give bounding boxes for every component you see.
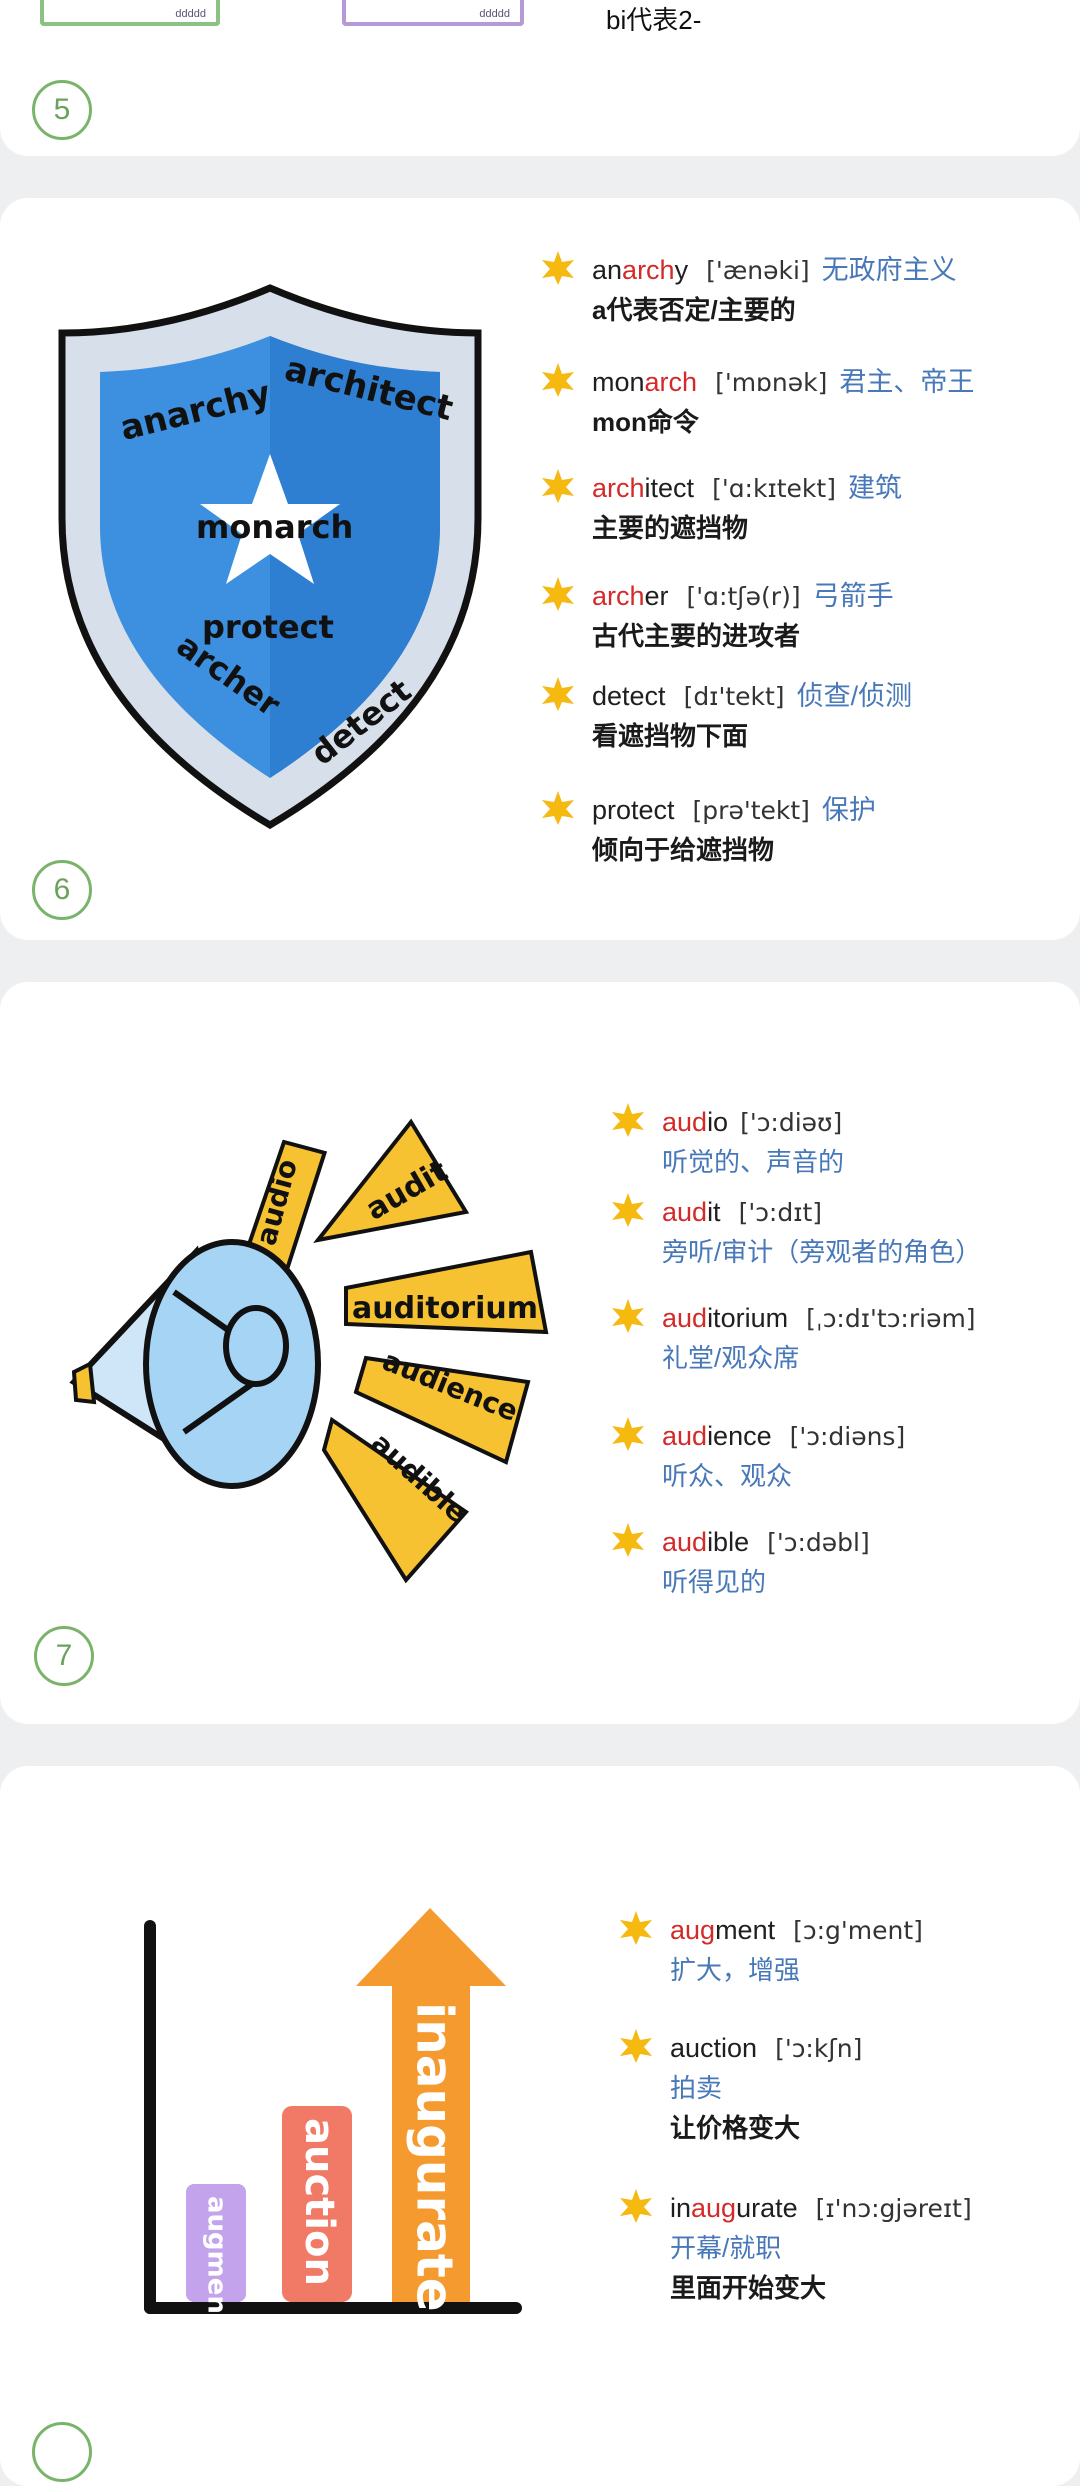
star-icon xyxy=(620,2029,652,2063)
word-entry: audit['ɔ:dɪt] 旁听/审计（旁观者的角色） xyxy=(612,1193,981,1271)
svg-text:inaugurate: inaugurate xyxy=(406,2002,464,2312)
word-entry: auditorium[ˌɔ:dɪ'tɔ:riəm] 礼堂/观众席 xyxy=(612,1299,976,1377)
star-icon xyxy=(620,1911,652,1945)
word-entry: anarchy['ænəki]无政府主义 a代表否定/主要的 xyxy=(542,251,957,329)
star-icon xyxy=(612,1299,644,1333)
star-icon xyxy=(542,677,574,711)
svg-text:augment: augment xyxy=(202,2196,232,2326)
star-icon xyxy=(612,1103,644,1137)
word-entry: detect[dɪ'tekt]侦查/侦测 看遮挡物下面 xyxy=(542,677,912,755)
word-entry: inaugurate[ɪ'nɔ:gjəreɪt] 开幕/就职 里面开始变大 xyxy=(620,2189,972,2307)
card-section-8: augment auction inaugurate augment[ɔ:g'm… xyxy=(0,1766,1080,2486)
card-section-5: ddddd ddddd bi代表2- 5 xyxy=(0,0,1080,156)
star-icon xyxy=(542,791,574,825)
star-icon xyxy=(542,577,574,611)
star-icon xyxy=(542,251,574,285)
bar-inaugurate: inaugurate xyxy=(356,1908,506,2312)
growth-bars-illustration: augment auction inaugurate xyxy=(144,1908,522,2326)
word-entry: augment[ɔ:g'ment] 扩大，增强 xyxy=(620,1911,923,1989)
section-number-circle xyxy=(32,2422,92,2482)
card-section-6: anarchy architect monarch protect archer… xyxy=(0,198,1080,940)
star-icon xyxy=(612,1193,644,1227)
word-entry: audio['ɔ:diəʊ] 听觉的、声音的 xyxy=(612,1103,844,1181)
section-number-circle: 5 xyxy=(32,80,92,140)
word-entry: architect['ɑ:kɪtekt]建筑 主要的遮挡物 xyxy=(542,469,902,547)
section-number-circle: 7 xyxy=(34,1626,94,1686)
leaf-label: ddddd xyxy=(175,8,206,20)
ray-audible: audible xyxy=(321,1416,474,1584)
star-icon xyxy=(542,363,574,397)
word-entry: protect[prə'tekt]保护 倾向于给遮挡物 xyxy=(542,791,876,869)
star-icon xyxy=(542,469,574,503)
star-icon xyxy=(612,1417,644,1451)
megaphone-illustration: audio audit auditorium audience audible xyxy=(69,1118,549,1584)
word-entry: auction['ɔ:kʃn] 拍卖 让价格变大 xyxy=(620,2029,862,2147)
ray-auditorium: auditorium xyxy=(344,1249,549,1335)
word-entry: audible['ɔ:dəbl] 听得见的 xyxy=(612,1523,870,1601)
shield-word: monarch xyxy=(196,508,353,546)
section-number-circle: 6 xyxy=(32,860,92,920)
leaf-illustration-purple: ddddd xyxy=(342,0,524,26)
svg-text:auditorium: auditorium xyxy=(352,1291,538,1326)
star-icon xyxy=(200,454,340,584)
star-icon xyxy=(612,1523,644,1557)
bar-auction: auction xyxy=(282,2106,352,2302)
leaf-illustration-green: ddddd xyxy=(40,0,220,26)
word-entry: audience['ɔ:diəns] 听众、观众 xyxy=(612,1417,905,1495)
shield-word: protect xyxy=(202,608,334,646)
bar-augment: augment xyxy=(186,2184,246,2326)
partial-text: bi代表2- xyxy=(606,5,702,35)
leaf-label: ddddd xyxy=(479,8,510,20)
card-section-7: audio audit auditorium audience audible … xyxy=(0,982,1080,1724)
svg-text:auction: auction xyxy=(296,2118,342,2286)
word-entry: monarch['mɒnək]君主、帝王 mon命令 xyxy=(542,363,974,441)
star-icon xyxy=(620,2189,652,2223)
shield-illustration: anarchy architect monarch protect archer… xyxy=(58,284,482,830)
ray-audit: audit xyxy=(313,1118,470,1243)
word-entry: archer['ɑ:tʃə(r)]弓箭手 古代主要的进攻者 xyxy=(542,577,894,655)
